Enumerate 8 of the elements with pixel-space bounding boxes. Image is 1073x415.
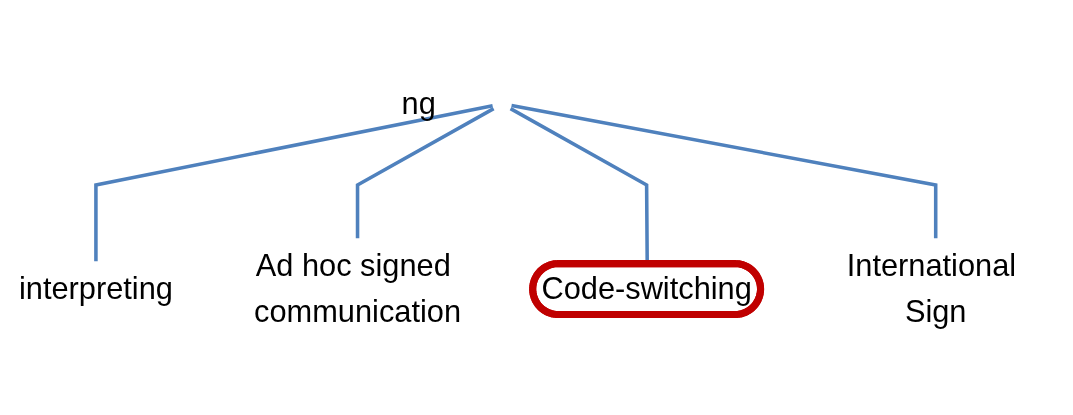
connector-line (94, 103, 493, 261)
node-label: Ad hoc signed communication (254, 247, 461, 329)
circled-label: Code-switching (529, 259, 765, 318)
node-label: ng (401, 85, 436, 121)
node-label: International Sign (846, 247, 1017, 329)
node-label: interpreting (18, 270, 173, 306)
connector-line (355, 106, 495, 238)
connector-line (511, 103, 938, 238)
